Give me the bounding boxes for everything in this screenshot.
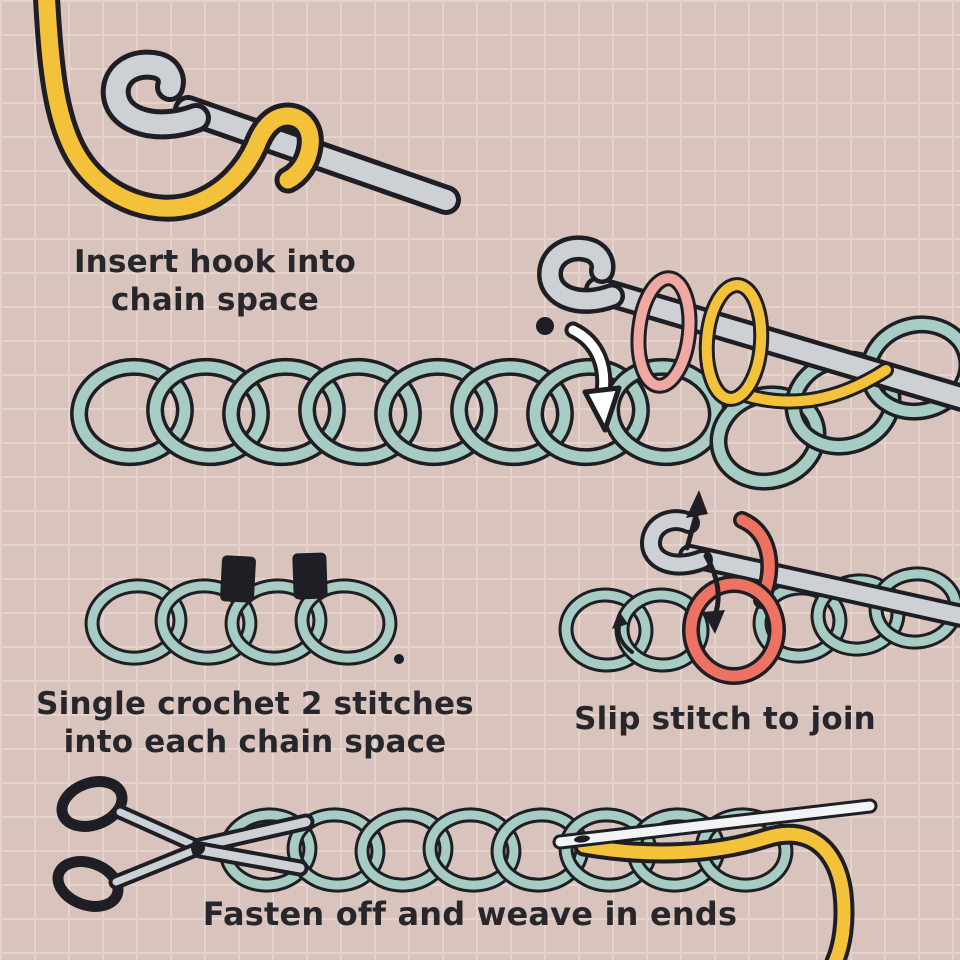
- scissors-icon: [52, 776, 315, 912]
- working-loop-yellow: [698, 277, 894, 410]
- slip-stitch-loop: [682, 511, 786, 685]
- caption-line: Single crochet 2 stitches: [36, 686, 474, 722]
- dot-marker: [536, 317, 554, 335]
- stitch-marker: [292, 552, 328, 600]
- chain-link: [227, 581, 325, 663]
- chain-link: [149, 361, 267, 463]
- chain-link: [453, 361, 571, 463]
- chain-link: [225, 361, 343, 463]
- step3-illustration: [84, 552, 404, 666]
- stitch-marker: [220, 555, 256, 603]
- caption-line: Insert hook into: [73, 244, 357, 280]
- chain-link: [529, 361, 647, 463]
- chain-link: [297, 581, 395, 663]
- chain-link: [157, 581, 255, 663]
- chain-link: [617, 590, 707, 670]
- step2-illustration: [70, 235, 960, 491]
- caption-slip-stitch: Slip stitch to join: [545, 701, 905, 739]
- caption-line: into each chain space: [63, 723, 447, 760]
- yarn-tail-yellow: [573, 823, 855, 960]
- chain-link: [87, 581, 185, 663]
- yarn-strand-yellow: [33, 0, 324, 222]
- caption-line: Fasten off and weave in ends: [202, 895, 738, 933]
- working-loop-pink: [630, 270, 698, 394]
- chain-end-dot: [394, 654, 404, 664]
- chain-link: [73, 361, 191, 463]
- chain-link: [289, 810, 383, 890]
- chain-row-small: [84, 578, 398, 666]
- caption-line: chain space: [110, 281, 319, 318]
- crochet-hook-icon: [640, 509, 960, 628]
- caption-line: Slip stitch to join: [574, 701, 876, 737]
- caption-fasten-off: Fasten off and weave in ends: [165, 895, 775, 934]
- tapestry-needle-icon: [552, 798, 878, 850]
- insert-arrow: [564, 321, 622, 433]
- chain-link: [425, 810, 519, 890]
- crochet-hook-icon: [537, 235, 960, 412]
- chain-link: [561, 590, 651, 670]
- step4-illustration: [558, 490, 960, 685]
- chain-row: [70, 357, 726, 467]
- step5-illustration: [52, 776, 878, 960]
- chain-left: [558, 587, 710, 673]
- step1-illustration: [33, 0, 461, 222]
- pull-up-arrow: [684, 490, 708, 551]
- insert-curve-arrow: [703, 553, 725, 634]
- small-curve-arrow: [612, 611, 634, 654]
- caption-single-crochet: Single crochet 2 stitches into each chai…: [20, 686, 490, 762]
- caption-insert-hook: Insert hook into chain space: [50, 244, 380, 320]
- chain-link: [377, 361, 495, 463]
- chain-link: [301, 361, 419, 463]
- chain-link: [357, 810, 451, 890]
